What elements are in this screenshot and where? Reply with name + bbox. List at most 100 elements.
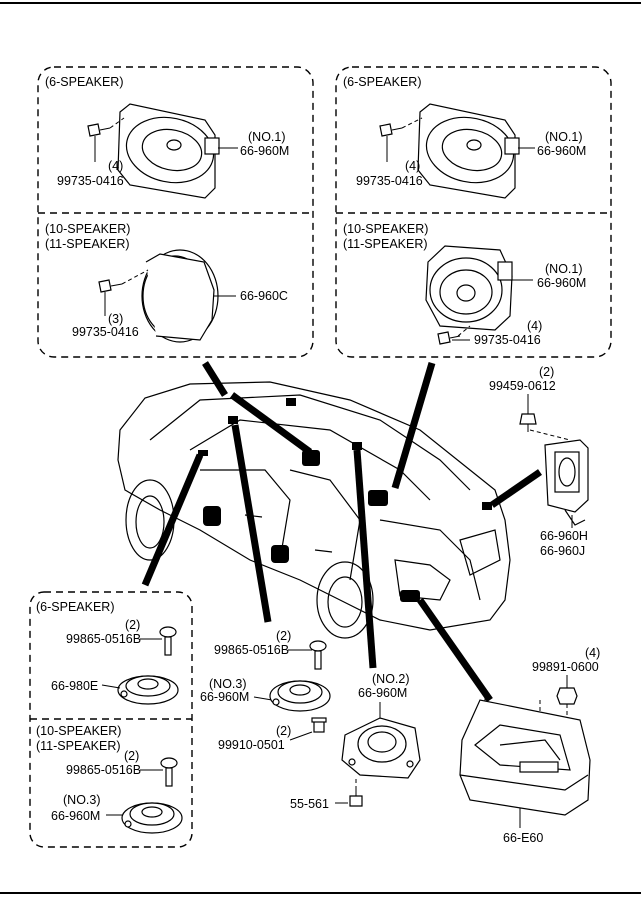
leader-980e xyxy=(101,684,121,689)
label-11-speaker: (11-SPEAKER) xyxy=(45,237,130,251)
label-qty3: (3) xyxy=(108,312,123,326)
label-55-561: 55-561 xyxy=(290,797,329,811)
label-66-960m: 66-960M xyxy=(537,144,586,158)
label-qty2: (2) xyxy=(539,365,554,379)
pointer-line xyxy=(229,392,313,455)
loose-parts-center: (2) 99865-0516B (NO.3) 66-960M (2) 99910… xyxy=(200,629,421,811)
label-no2: (NO.2) xyxy=(372,672,410,686)
label-66-e60: 66-E60 xyxy=(503,831,543,845)
midrange-speaker-icon xyxy=(341,717,421,779)
label-no3: (NO.3) xyxy=(209,677,247,691)
label-66-960m: 66-960M xyxy=(200,690,249,704)
screw-icon xyxy=(379,123,403,137)
label-11-speaker: (11-SPEAKER) xyxy=(343,237,428,251)
label-no1: (NO.1) xyxy=(545,262,583,276)
round-speaker-icon xyxy=(141,249,219,343)
tailgate-speaker-marker xyxy=(482,502,492,510)
dash-speaker-marker xyxy=(198,450,208,456)
cargo-speaker-marker xyxy=(400,590,420,602)
label-99459-0612: 99459-0612 xyxy=(489,379,556,393)
label-6-speaker: (6-SPEAKER) xyxy=(45,75,124,89)
label-qty4: (4) xyxy=(585,646,600,660)
label-66-960m: 66-960M xyxy=(358,686,407,700)
screw-icon xyxy=(309,640,327,670)
label-no3: (NO.3) xyxy=(63,793,101,807)
label-6-speaker: (6-SPEAKER) xyxy=(343,75,422,89)
leader-960m xyxy=(253,696,273,701)
leader-clip xyxy=(289,731,313,741)
dashed-guide xyxy=(401,117,423,129)
amplifier-unit: (4) 99891-0600 66-E60 xyxy=(459,646,600,845)
label-no1: (NO.1) xyxy=(248,130,286,144)
label-qty4: (4) xyxy=(405,159,420,173)
label-10-speaker: (10-SPEAKER) xyxy=(343,222,428,236)
label-10-speaker: (10-SPEAKER) xyxy=(45,222,130,236)
label-99735-0416: 99735-0416 xyxy=(356,174,423,188)
label-66-960c: 66-960C xyxy=(240,289,288,303)
box-top-left: (6-SPEAKER) (NO.1) 66-960M (4) 99735-041… xyxy=(37,66,314,358)
box-top-right: (6-SPEAKER) (NO.1) 66-960M (4) 99735-041… xyxy=(335,66,612,358)
label-no1: (NO.1) xyxy=(545,130,583,144)
label-99735-0416: 99735-0416 xyxy=(72,325,139,339)
label-qty2: (2) xyxy=(125,618,140,632)
label-10-speaker: (10-SPEAKER) xyxy=(36,724,121,738)
nut-icon xyxy=(556,687,578,705)
rear-speaker-marker xyxy=(302,450,320,466)
label-99735-0416: 99735-0416 xyxy=(57,174,124,188)
tweeter-icon xyxy=(121,802,183,834)
pointer-line xyxy=(490,469,542,508)
label-qty2: (2) xyxy=(124,749,139,763)
dashed-guide xyxy=(529,429,571,441)
dashed-guide xyxy=(121,269,149,285)
pillar-speaker-marker xyxy=(228,416,238,424)
screw-icon xyxy=(437,331,461,345)
label-11-speaker: (11-SPEAKER) xyxy=(36,739,121,753)
pointer-line xyxy=(353,449,377,669)
label-66-960m: 66-960M xyxy=(51,809,100,823)
label-99891-0600: 99891-0600 xyxy=(532,660,599,674)
door-speaker-marker xyxy=(271,545,289,563)
door-speaker-marker xyxy=(203,506,221,526)
label-99910-0501: 99910-0501 xyxy=(218,738,285,752)
oval-speaker-icon xyxy=(417,103,520,199)
label-qty2: (2) xyxy=(276,629,291,643)
label-99865-0516b: 99865-0516B xyxy=(66,632,141,646)
pointer-line xyxy=(141,453,204,587)
rear-pillar-marker xyxy=(352,442,362,450)
pointer-line xyxy=(202,361,228,397)
screw-icon xyxy=(349,790,363,807)
screw-icon xyxy=(519,413,537,432)
dashed-guide xyxy=(457,325,471,337)
screw-icon xyxy=(87,123,111,137)
screw-icon xyxy=(159,626,177,656)
pointer-line xyxy=(391,362,436,489)
box-top-left-frame xyxy=(37,66,314,358)
box-top-right-frame xyxy=(335,66,612,358)
vehicle-outline xyxy=(117,381,511,639)
label-99735-0416: 99735-0416 xyxy=(474,333,541,347)
tweeter-bracket: (2) 99459-0612 66-960H 66-960J xyxy=(489,365,589,558)
label-66-960h: 66-960H xyxy=(540,529,588,543)
clip-icon xyxy=(311,717,327,733)
label-qty4: (4) xyxy=(527,319,542,333)
roof-speaker-marker xyxy=(286,398,296,406)
pointer-line xyxy=(231,424,272,623)
label-99865-0516b: 99865-0516B xyxy=(66,763,141,777)
label-99865-0516b: 99865-0516B xyxy=(214,643,289,657)
pointer-line xyxy=(417,597,493,703)
label-66-960m: 66-960M xyxy=(537,276,586,290)
dashed-guide xyxy=(109,117,125,129)
tweeter-icon xyxy=(117,675,179,705)
label-66-980e: 66-980E xyxy=(51,679,98,693)
label-qty2: (2) xyxy=(276,724,291,738)
screw-icon xyxy=(98,279,123,293)
label-66-960m: 66-960M xyxy=(240,144,289,158)
label-qty4: (4) xyxy=(108,159,123,173)
tweeter-icon xyxy=(269,680,331,712)
oval-speaker-icon xyxy=(117,103,220,199)
rear-door-speaker-marker xyxy=(368,490,388,506)
tweeter-speaker-icon xyxy=(425,245,513,331)
box-bottom-left: (6-SPEAKER) (2) 99865-0516B 66-980E (10-… xyxy=(29,591,193,848)
label-66-960j: 66-960J xyxy=(540,544,585,558)
